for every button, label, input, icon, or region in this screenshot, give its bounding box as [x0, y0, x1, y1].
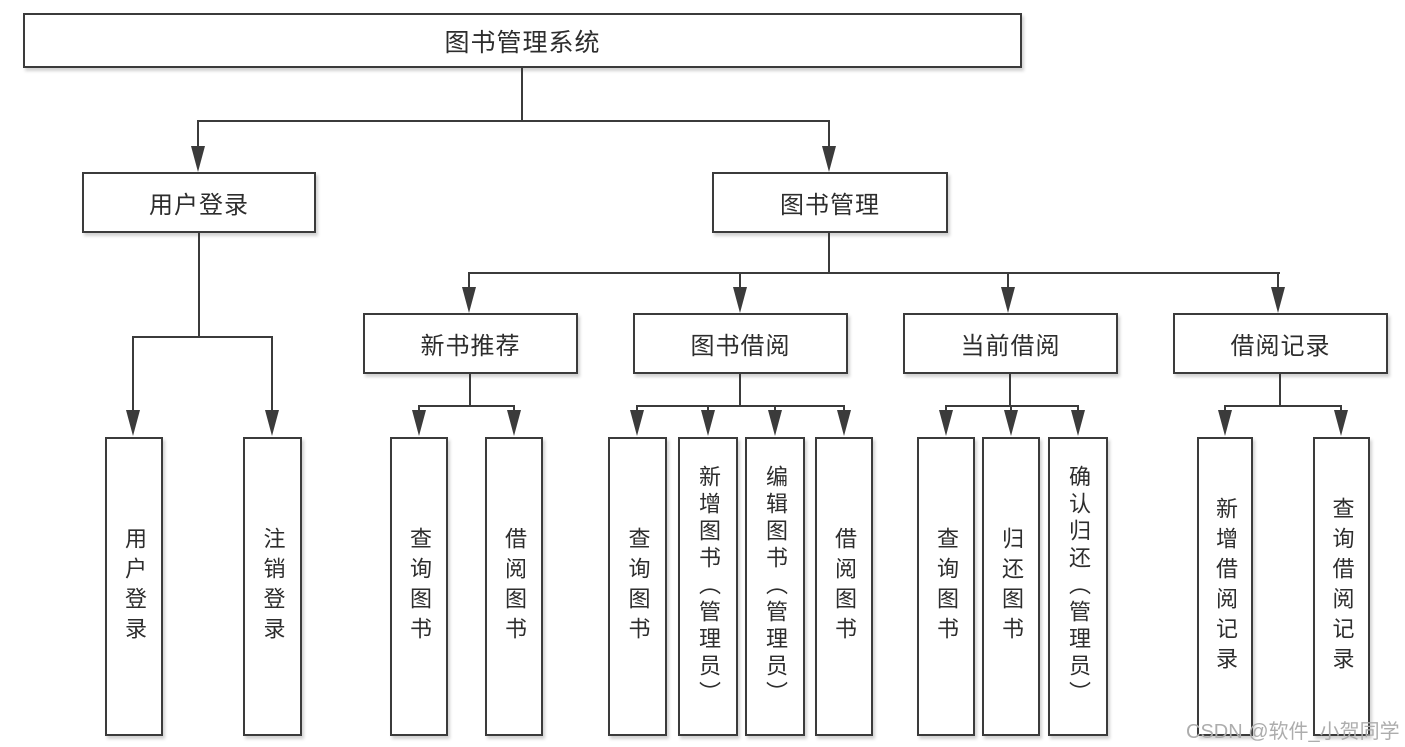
arrowhead-down-icon — [1004, 410, 1018, 436]
leaf-add-books-admin: 新增图书（管理员） — [678, 437, 738, 736]
arrowhead-down-icon — [1218, 410, 1232, 436]
leaf-query-books-borrowing: 查询图书 — [608, 437, 667, 736]
connector-line — [1279, 374, 1281, 407]
connector-line — [739, 272, 741, 292]
connector-line — [521, 68, 523, 121]
connector-line — [132, 336, 273, 338]
connector-line — [198, 233, 200, 338]
connector-line — [197, 120, 830, 122]
connector-line — [271, 336, 273, 414]
node-label: 图书借阅 — [690, 333, 791, 360]
leaf-label: 用户登录 — [122, 526, 147, 647]
leaf-edit-books-admin: 编辑图书（管理员） — [745, 437, 805, 736]
watermark-text: CSDN @软件_小贺同学 — [1186, 721, 1400, 743]
leaf-query-books-recommend: 查询图书 — [390, 437, 448, 736]
leaf-label: 确认归还（管理员） — [1066, 465, 1091, 708]
leaf-query-borrow-record: 查询借阅记录 — [1313, 437, 1370, 736]
arrowhead-down-icon — [837, 410, 851, 436]
arrowhead-down-icon — [630, 410, 644, 436]
node-book-borrowing: 图书借阅 — [633, 313, 848, 374]
node-label: 图书管理 — [780, 192, 880, 219]
node-label: 新书推荐 — [420, 333, 521, 360]
leaf-label: 查询图书 — [625, 526, 651, 647]
arrowhead-down-icon — [1271, 287, 1285, 313]
leaf-label: 归还图书 — [999, 526, 1024, 647]
arrowhead-down-icon — [1001, 287, 1015, 313]
leaf-label: 借阅图书 — [502, 526, 527, 647]
leaf-query-books-current: 查询图书 — [917, 437, 975, 736]
connector-line — [468, 272, 1280, 274]
connector-line — [132, 336, 134, 414]
connector-line — [418, 405, 515, 407]
arrowhead-down-icon — [412, 410, 426, 436]
connector-line — [197, 120, 199, 150]
connector-line — [739, 374, 741, 407]
leaf-label: 借阅图书 — [832, 526, 857, 647]
node-user-login: 用户登录 — [82, 172, 316, 233]
leaf-label: 查询借阅记录 — [1329, 496, 1355, 677]
leaf-label: 新增借阅记录 — [1213, 496, 1238, 677]
arrowhead-down-icon — [733, 287, 747, 313]
leaf-borrow-books-recommend: 借阅图书 — [485, 437, 543, 736]
node-label: 用户登录 — [149, 192, 249, 219]
connector-line — [636, 405, 845, 407]
connector-line — [469, 374, 471, 407]
arrowhead-down-icon — [462, 287, 476, 313]
leaf-user-login: 用户登录 — [105, 437, 163, 736]
node-label: 图书管理系统 — [444, 28, 601, 57]
leaf-label: 查询图书 — [934, 526, 959, 647]
node-library-management-system: 图书管理系统 — [23, 13, 1022, 68]
arrowhead-down-icon — [1334, 410, 1348, 436]
connector-line — [1224, 405, 1342, 407]
connector-line — [468, 272, 470, 292]
node-label: 当前借阅 — [960, 333, 1061, 360]
node-label: 借阅记录 — [1230, 333, 1331, 360]
leaf-confirm-return-admin: 确认归还（管理员） — [1048, 437, 1108, 736]
connector-line — [1007, 272, 1009, 292]
leaf-label: 注销登录 — [260, 526, 286, 647]
connector-line — [1277, 272, 1279, 292]
connector-line — [1009, 374, 1011, 407]
node-new-book-recommendation: 新书推荐 — [363, 313, 578, 374]
leaf-add-borrow-record: 新增借阅记录 — [1197, 437, 1253, 736]
arrowhead-down-icon — [126, 410, 140, 436]
leaf-label: 查询图书 — [407, 526, 432, 647]
node-current-borrowing: 当前借阅 — [903, 313, 1118, 374]
arrowhead-down-icon — [768, 410, 782, 436]
connector-line — [945, 405, 1079, 407]
arrowhead-down-icon — [265, 410, 279, 436]
leaf-logout: 注销登录 — [243, 437, 302, 736]
arrowhead-down-icon — [507, 410, 521, 436]
arrowhead-down-icon — [1071, 410, 1085, 436]
arrowhead-down-icon — [822, 146, 836, 172]
node-borrowing-records: 借阅记录 — [1173, 313, 1388, 374]
leaf-borrow-books: 借阅图书 — [815, 437, 873, 736]
connector-line — [828, 233, 830, 274]
arrowhead-down-icon — [701, 410, 715, 436]
leaf-label: 编辑图书（管理员） — [763, 465, 788, 708]
arrowhead-down-icon — [939, 410, 953, 436]
arrowhead-down-icon — [191, 146, 205, 172]
connector-line — [828, 120, 830, 150]
leaf-label: 新增图书（管理员） — [696, 465, 721, 708]
leaf-return-books: 归还图书 — [982, 437, 1040, 736]
node-book-management: 图书管理 — [712, 172, 948, 233]
